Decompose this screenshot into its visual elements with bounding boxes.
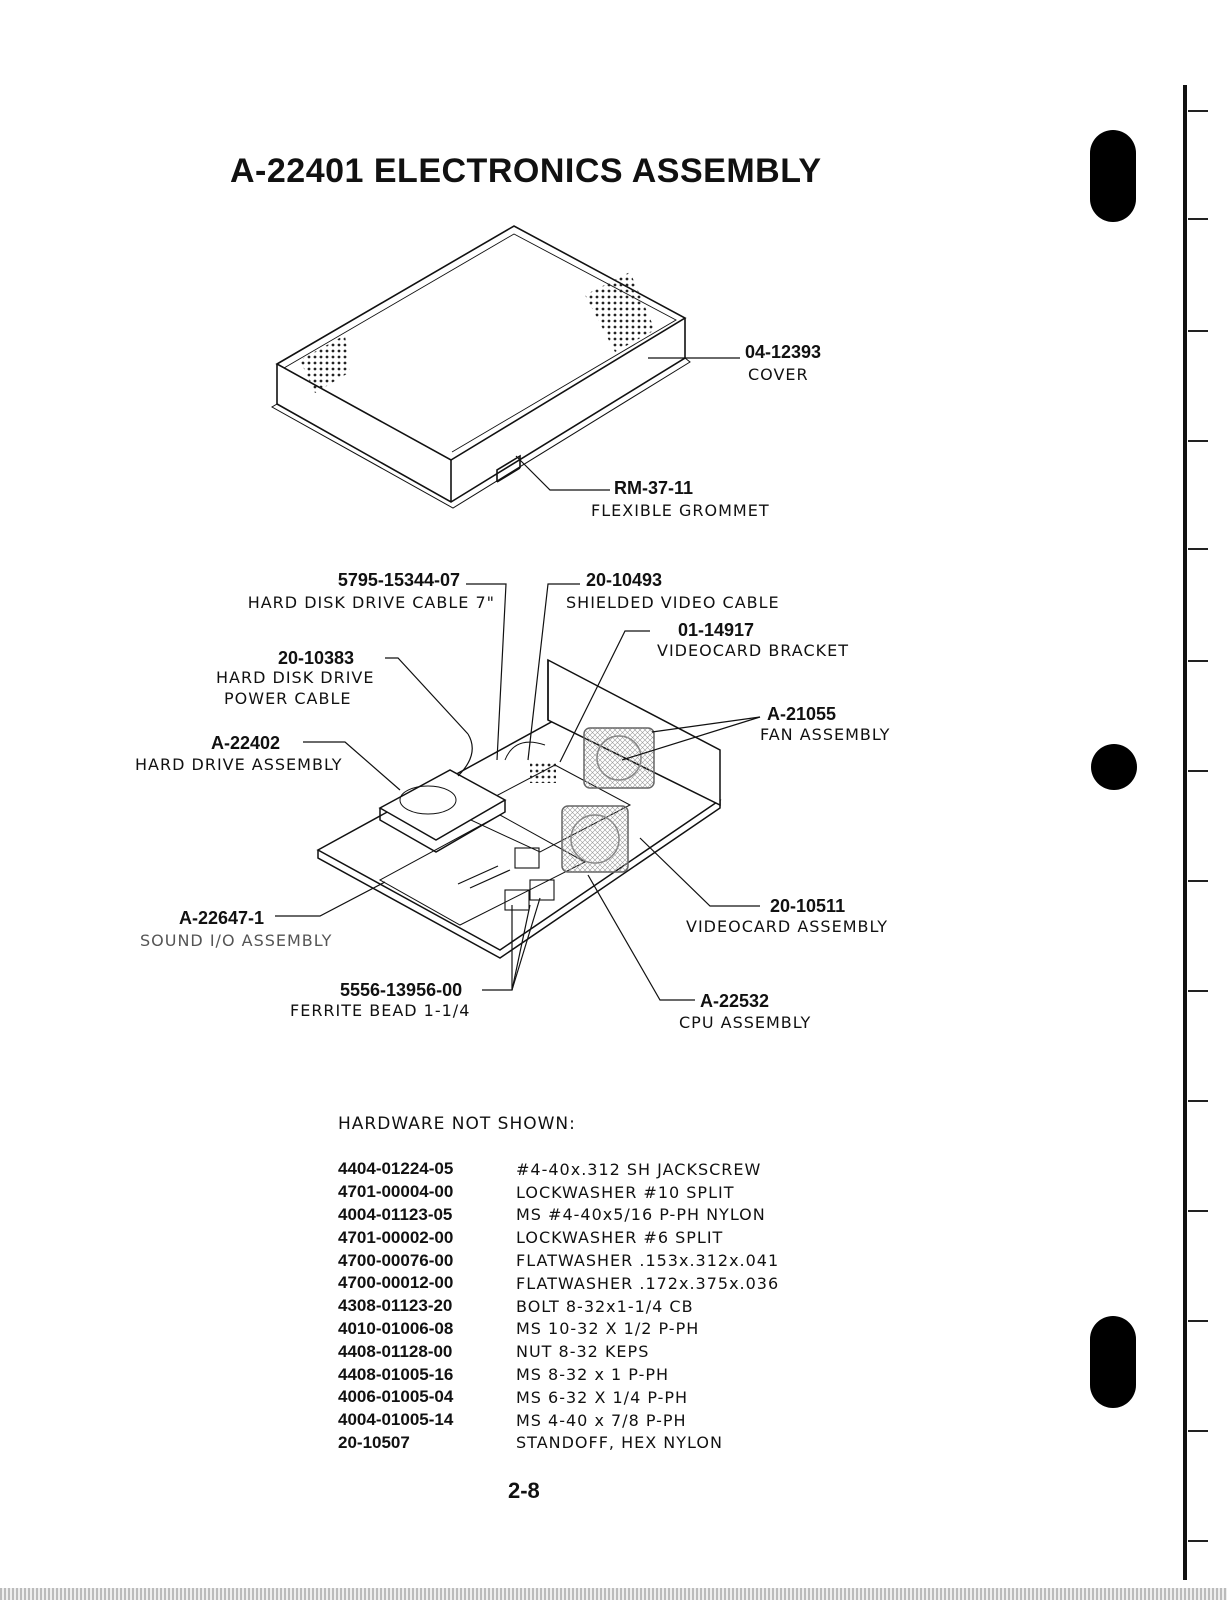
video-cable-description: SHIELDED VIDEO CABLE: [566, 593, 780, 612]
hard-drive-part-number: A-22402: [211, 733, 281, 753]
hardware-row: 4004-01005-14 MS 4-40 x 7/8 P-PH: [338, 1409, 779, 1432]
edge-tick: [1188, 218, 1208, 220]
hardware-part-number: 4701-00002-00: [338, 1227, 454, 1247]
video-cable-part-number: 20-10493: [586, 570, 663, 590]
page-number: 2-8: [508, 1478, 540, 1503]
hardware-description: LOCKWASHER #6 SPLIT: [516, 1228, 724, 1248]
ferrite-part-number: 5556-13956-00: [340, 980, 463, 1000]
power-cable-description-line2: POWER CABLE: [224, 689, 352, 708]
edge-tick: [1188, 1540, 1208, 1542]
sound-io-description: SOUND I/O ASSEMBLY: [140, 931, 333, 950]
hard-drive-description: HARD DRIVE ASSEMBLY: [135, 755, 343, 774]
bracket-description: VIDEOCARD BRACKET: [657, 641, 849, 660]
edge-tick: [1188, 110, 1208, 112]
fan-part-number: A-21055: [767, 704, 837, 724]
edge-tick: [1188, 1210, 1208, 1212]
hardware-row: 4700-00076-00 FLATWASHER .153x.312x.041: [338, 1249, 779, 1272]
hardware-description: MS 4-40 x 7/8 P-PH: [516, 1410, 687, 1430]
hardware-row: 4404-01224-05 #4-40x.312 SH JACKSCREW: [338, 1158, 779, 1181]
leader-lines: [275, 357, 761, 1001]
edge-tick: [1188, 770, 1208, 772]
hardware-description: MS 8-32 x 1 P-PH: [516, 1365, 670, 1385]
hardware-row: 4701-00002-00 LOCKWASHER #6 SPLIT: [338, 1226, 779, 1249]
hardware-description: FLATWASHER .153x.312x.041: [516, 1251, 780, 1271]
punch-hole-top: [1090, 130, 1136, 222]
hardware-part-number: 4408-01005-16: [338, 1364, 454, 1384]
hardware-part-number: 4700-00012-00: [338, 1273, 454, 1293]
fan-description: FAN ASSEMBLY: [760, 725, 891, 744]
videocard-part-number: 20-10511: [770, 896, 846, 916]
cpu-description: CPU ASSEMBLY: [679, 1013, 812, 1032]
hardware-description: MS #4-40x5/16 P-PH NYLON: [516, 1205, 766, 1225]
hardware-row: 4700-00012-00 FLATWASHER .172x.375x.036: [338, 1272, 779, 1295]
page-title: A-22401 ELECTRONICS ASSEMBLY: [230, 152, 822, 190]
grommet-part-number: RM-37-11: [614, 478, 694, 498]
hardware-row: 4408-01005-16 MS 8-32 x 1 P-PH: [338, 1363, 779, 1386]
sound-io-part-number: A-22647-1: [179, 908, 265, 928]
hardware-row: 4006-01005-04 MS 6-32 X 1/4 P-PH: [338, 1386, 779, 1409]
hardware-row: 4308-01123-20 BOLT 8-32x1-1/4 CB: [338, 1295, 779, 1318]
edge-tick: [1188, 548, 1208, 550]
hardware-description: FLATWASHER .172x.375x.036: [516, 1273, 780, 1293]
edge-tick: [1188, 1320, 1208, 1322]
cover-part-number: 04-12393: [745, 342, 822, 362]
edge-tick: [1188, 330, 1208, 332]
hardware-description: MS 6-32 X 1/4 P-PH: [516, 1387, 689, 1407]
hardware-description: NUT 8-32 KEPS: [516, 1342, 650, 1362]
hardware-part-number: 4006-01005-04: [338, 1387, 454, 1407]
edge-tick: [1188, 1430, 1208, 1432]
edge-tick: [1188, 990, 1208, 992]
edge-tick: [1188, 440, 1208, 442]
cpu-part-number: A-22532: [700, 991, 770, 1011]
hdd-cable-part-number: 5795-15344-07: [337, 570, 460, 590]
hardware-description: LOCKWASHER #10 SPLIT: [516, 1182, 735, 1202]
hardware-part-number: 4700-00076-00: [338, 1250, 454, 1270]
hardware-description: MS 10-32 X 1/2 P-PH: [516, 1319, 700, 1339]
edge-tick: [1188, 1100, 1208, 1102]
hardware-row: 4408-01128-00 NUT 8-32 KEPS: [338, 1340, 779, 1363]
scan-edge-strip: [0, 1588, 1227, 1600]
hardware-part-number: 20-10507: [338, 1432, 410, 1452]
hardware-row: 4004-01123-05 MS #4-40x5/16 P-PH NYLON: [338, 1204, 779, 1227]
hardware-row: 20-10507 STANDOFF, HEX NYLON: [338, 1432, 779, 1455]
hardware-part-number: 4004-01123-05: [338, 1204, 453, 1224]
electronics-tray-drawing: [316, 658, 722, 959]
grommet-description: FLEXIBLE GROMMET: [591, 501, 770, 520]
videocard-description: VIDEOCARD ASSEMBLY: [686, 917, 889, 936]
edge-tick: [1188, 880, 1208, 882]
punch-hole-middle: [1091, 744, 1137, 790]
power-cable-description-line1: HARD DISK DRIVE: [216, 668, 375, 687]
ferrite-description: FERRITE BEAD 1-1/4: [290, 1001, 471, 1020]
power-cable-part-number: 20-10383: [278, 648, 355, 668]
cover-drawing: [271, 225, 691, 509]
hardware-part-number: 4004-01005-14: [338, 1410, 454, 1430]
hardware-part-number: 4010-01006-08: [338, 1318, 454, 1338]
edge-tick: [1188, 660, 1208, 662]
hardware-description: STANDOFF, HEX NYLON: [516, 1433, 723, 1453]
hardware-part-number: 4308-01123-20: [338, 1296, 453, 1316]
hardware-part-number: 4404-01224-05: [338, 1159, 454, 1179]
hardware-row: 4701-00004-00 LOCKWASHER #10 SPLIT: [338, 1181, 779, 1204]
page-edge: [1183, 85, 1187, 1580]
bracket-part-number: 01-14917: [678, 620, 755, 640]
hardware-heading: HARDWARE NOT SHOWN:: [338, 1114, 576, 1134]
cover-description: COVER: [748, 365, 809, 384]
hardware-part-number: 4408-01128-00: [338, 1341, 453, 1361]
hardware-description: #4-40x.312 SH JACKSCREW: [516, 1159, 762, 1179]
hardware-description: BOLT 8-32x1-1/4 CB: [516, 1296, 694, 1316]
hardware-row: 4010-01006-08 MS 10-32 X 1/2 P-PH: [338, 1318, 779, 1341]
hdd-cable-description: HARD DISK DRIVE CABLE 7": [247, 593, 495, 612]
punch-hole-bottom: [1090, 1316, 1136, 1408]
hardware-part-number: 4701-00004-00: [338, 1182, 454, 1202]
